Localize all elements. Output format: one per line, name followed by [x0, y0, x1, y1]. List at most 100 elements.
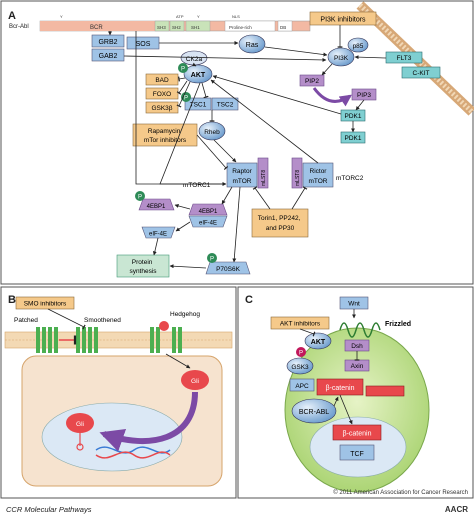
arrow-bcrabl-mtorc1 — [135, 31, 227, 186]
gli-label-cytoplasm: Gli — [191, 378, 199, 385]
bcr-abl-label: Bcr-Abl — [9, 24, 29, 30]
flt3-box — [385, 51, 423, 64]
tee-akt-inhibitors-c — [299, 328, 316, 337]
rapamycin-line-1: Rapamycin — [148, 128, 181, 135]
arrow-gab2-pi3k — [123, 55, 327, 62]
akt-label: AKT — [191, 72, 206, 79]
footer-bar — [0, 500, 474, 517]
raptor-box — [226, 162, 258, 188]
tsc1-label: TSC1 — [190, 102, 207, 109]
pi3k-node — [327, 47, 355, 67]
tsc2-box — [211, 97, 239, 111]
tee-akt-bad — [178, 76, 186, 82]
patched-label: Patched — [14, 317, 38, 324]
pdk1-label-2: PDK1 — [345, 135, 362, 142]
p-badge-tsc-label: P — [184, 96, 188, 102]
ras-label: Ras — [246, 42, 259, 49]
mtorc2-label: mTORC2 — [336, 175, 364, 182]
panel-b-letter: B — [8, 294, 16, 306]
torin-label: Torin1, PP242, and PP30 — [258, 215, 302, 232]
hedgehog-complex — [150, 321, 182, 353]
tee-torin-mtorc1 — [252, 186, 271, 210]
pip2-box — [299, 74, 325, 87]
mlst8-box-1 — [257, 157, 269, 189]
panel-a-arrows — [108, 25, 387, 269]
arrow-pi3k-pip2 — [321, 63, 333, 76]
protein-synthesis-line-2: synthesis — [129, 268, 157, 275]
apc-label: APC — [295, 383, 309, 390]
dsh-label: Dsh — [351, 343, 363, 350]
bcatenin-label-complex: β-catenin — [326, 385, 355, 392]
arrow-bcatenin-nucleus — [339, 394, 353, 425]
site-nls: NLS — [232, 14, 240, 19]
axin-label: Axin — [351, 363, 364, 370]
bcr-abl-protein: BCR SH3 SH2 SH1 Proline-rich DB Y ATP Y … — [39, 14, 311, 32]
domain-bcr: BCR — [90, 25, 103, 31]
arrow-p70s6k-synthesis — [169, 264, 207, 269]
site-y2: Y — [197, 14, 200, 19]
pi3k-inhibitors-label: PI3K inhibitors — [320, 17, 366, 24]
pip3-label: PIP3 — [357, 92, 371, 99]
hedgehog-label: Hedgehog — [170, 311, 200, 318]
tsc1-box — [184, 97, 212, 111]
rictor-label: Rictor — [310, 168, 328, 175]
wnt-label: Wnt — [348, 301, 360, 308]
gli-node-cytoplasm — [181, 370, 209, 390]
arrow-eif4e-release — [175, 221, 191, 232]
journal-title: CCR Molecular Pathways — [6, 505, 92, 514]
arrow-flt3-pi3k — [354, 55, 387, 60]
p-badge-4ebp1-label: P — [138, 195, 142, 201]
bcatenin-label-nucleus: β-catenin — [343, 431, 372, 438]
gsk3b-label: GSK3β — [151, 105, 172, 112]
tee-akt-tsc — [201, 82, 209, 99]
smoothened-label: Smoothened — [84, 317, 121, 324]
gab2-box — [91, 48, 125, 62]
tee-akt-foxo — [176, 80, 188, 95]
bad-label: BAD — [155, 77, 169, 84]
pi3k-label: PI3K — [334, 55, 349, 62]
p-badge-akt-label: P — [181, 67, 185, 73]
eif4e-free-label: eIF-4E — [149, 232, 167, 238]
4ebp1-bound-label: 4EBP1 — [199, 209, 218, 215]
tee-akt-gsk3b — [176, 81, 191, 108]
grb2-label: GRB2 — [98, 39, 117, 46]
akt-label-c: AKT — [311, 339, 326, 346]
tsc2-label: TSC2 — [217, 102, 234, 109]
arrow-ck2a-akt — [191, 62, 197, 67]
ckit-label: C-KIT — [413, 70, 430, 77]
4ebp1-free-label: 4EBP1 — [147, 204, 166, 210]
bad-box — [145, 73, 179, 86]
sos-label: SOS — [136, 41, 151, 48]
arrow-ras-pi3k — [264, 46, 328, 57]
akt-node-c — [304, 332, 332, 350]
tee-smo-inhibitors — [47, 308, 86, 330]
p70s6k-label: P70S6K — [216, 266, 241, 273]
smoothened-protein — [76, 327, 98, 353]
4ebp1-free-shape — [138, 198, 175, 211]
aacr-logo: AACR — [445, 505, 468, 514]
gli-nuclear-translocation-arrow — [99, 391, 198, 452]
rictor-mtor-label: mTOR — [308, 178, 327, 185]
panel-c-letter: C — [245, 294, 253, 306]
pdk1-label-1: PDK1 — [345, 113, 362, 120]
apc-box — [289, 378, 315, 392]
raptor-label: Raptor — [232, 168, 252, 175]
ck2a-label: CK2a — [186, 56, 203, 63]
ckit-box — [401, 66, 441, 79]
arrow-eif4e-synthesis — [152, 237, 159, 256]
tcf-label: TCF — [350, 451, 364, 458]
p-badge-4ebp1 — [135, 191, 145, 201]
torin-line-2: and PP30 — [266, 225, 295, 232]
eif4e-bound-label: eIF-4E — [199, 221, 217, 227]
arrow-mtorc1-4ebp1 — [221, 186, 233, 205]
tee-rapamycin-mtorc1 — [196, 134, 229, 171]
eif4e-free-shape — [141, 226, 176, 239]
foxo-label: FOXO — [153, 91, 171, 98]
tcf-box — [339, 444, 375, 461]
p-badge-p70s6k — [207, 253, 217, 263]
domain-sh1: SH1 — [191, 25, 200, 30]
arrow-4ebp1-release — [174, 203, 191, 210]
p-badge-akt — [178, 63, 188, 73]
